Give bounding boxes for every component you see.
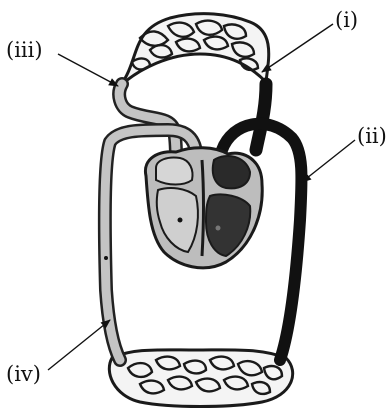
label-ii: (ii) — [357, 126, 387, 147]
lung-capillary-bed — [120, 14, 269, 86]
body-capillary-bed — [109, 350, 292, 407]
heart — [145, 148, 262, 268]
label-iv: (iv) — [6, 364, 41, 385]
label-i: (i) — [335, 10, 358, 31]
pointer-arrow-i — [262, 24, 333, 72]
pointer-arrow-iv — [48, 320, 110, 370]
pointer-arrow-ii — [302, 140, 355, 182]
pulmonary-artery — [256, 84, 266, 150]
pointer-arrow-iii — [58, 54, 118, 86]
left-atrium — [156, 157, 193, 184]
right-atrium — [213, 156, 250, 188]
septum — [202, 160, 204, 256]
label-iii: (iii) — [6, 40, 43, 61]
